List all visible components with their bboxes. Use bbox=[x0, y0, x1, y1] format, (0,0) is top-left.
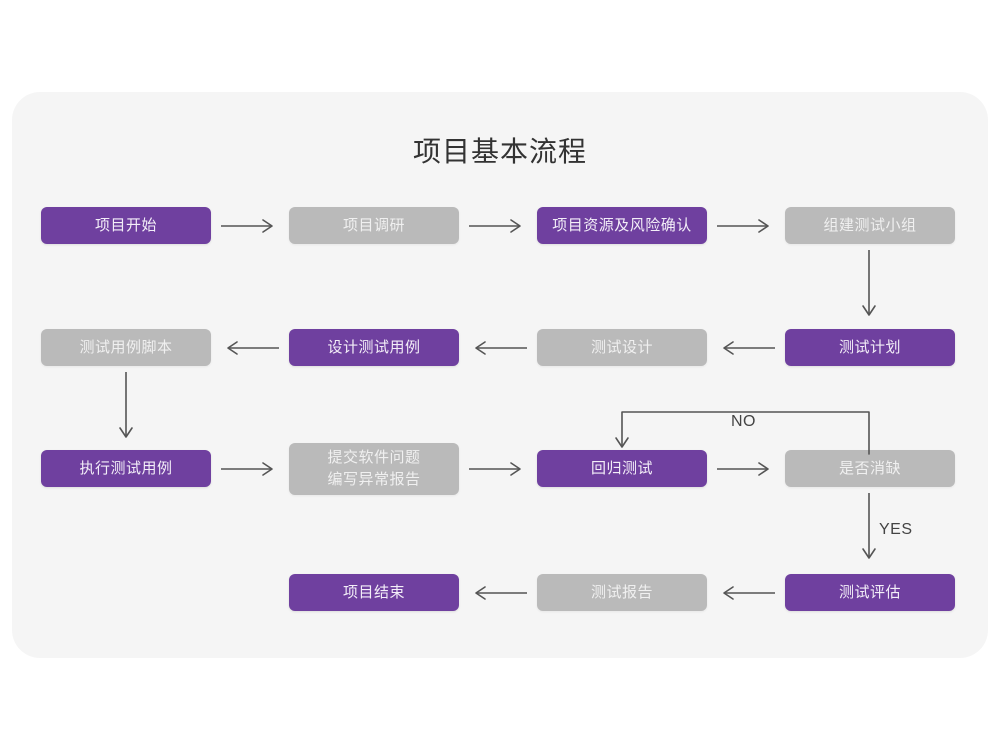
node-defect-cleared-check[interactable]: 是否消缺 bbox=[785, 450, 955, 487]
flowchart-card bbox=[12, 92, 988, 658]
node-build-test-team[interactable]: 组建测试小组 bbox=[785, 207, 955, 244]
node-project-research[interactable]: 项目调研 bbox=[289, 207, 459, 244]
edge-label-no: NO bbox=[731, 413, 756, 430]
node-execute-test-case[interactable]: 执行测试用例 bbox=[41, 450, 211, 487]
node-test-report[interactable]: 测试报告 bbox=[537, 574, 707, 611]
node-test-evaluation[interactable]: 测试评估 bbox=[785, 574, 955, 611]
node-design-test-case[interactable]: 设计测试用例 bbox=[289, 329, 459, 366]
node-regression-test[interactable]: 回归测试 bbox=[537, 450, 707, 487]
node-test-plan[interactable]: 测试计划 bbox=[785, 329, 955, 366]
node-project-start[interactable]: 项目开始 bbox=[41, 207, 211, 244]
node-resource-risk-confirm[interactable]: 项目资源及风险确认 bbox=[537, 207, 707, 244]
edge-label-yes: YES bbox=[879, 521, 913, 538]
node-test-design[interactable]: 测试设计 bbox=[537, 329, 707, 366]
node-project-end[interactable]: 项目结束 bbox=[289, 574, 459, 611]
page-title: 项目基本流程 bbox=[412, 136, 587, 167]
node-submit-issue-report[interactable]: 提交软件问题 编写异常报告 bbox=[289, 443, 459, 495]
node-test-case-script[interactable]: 测试用例脚本 bbox=[41, 329, 211, 366]
